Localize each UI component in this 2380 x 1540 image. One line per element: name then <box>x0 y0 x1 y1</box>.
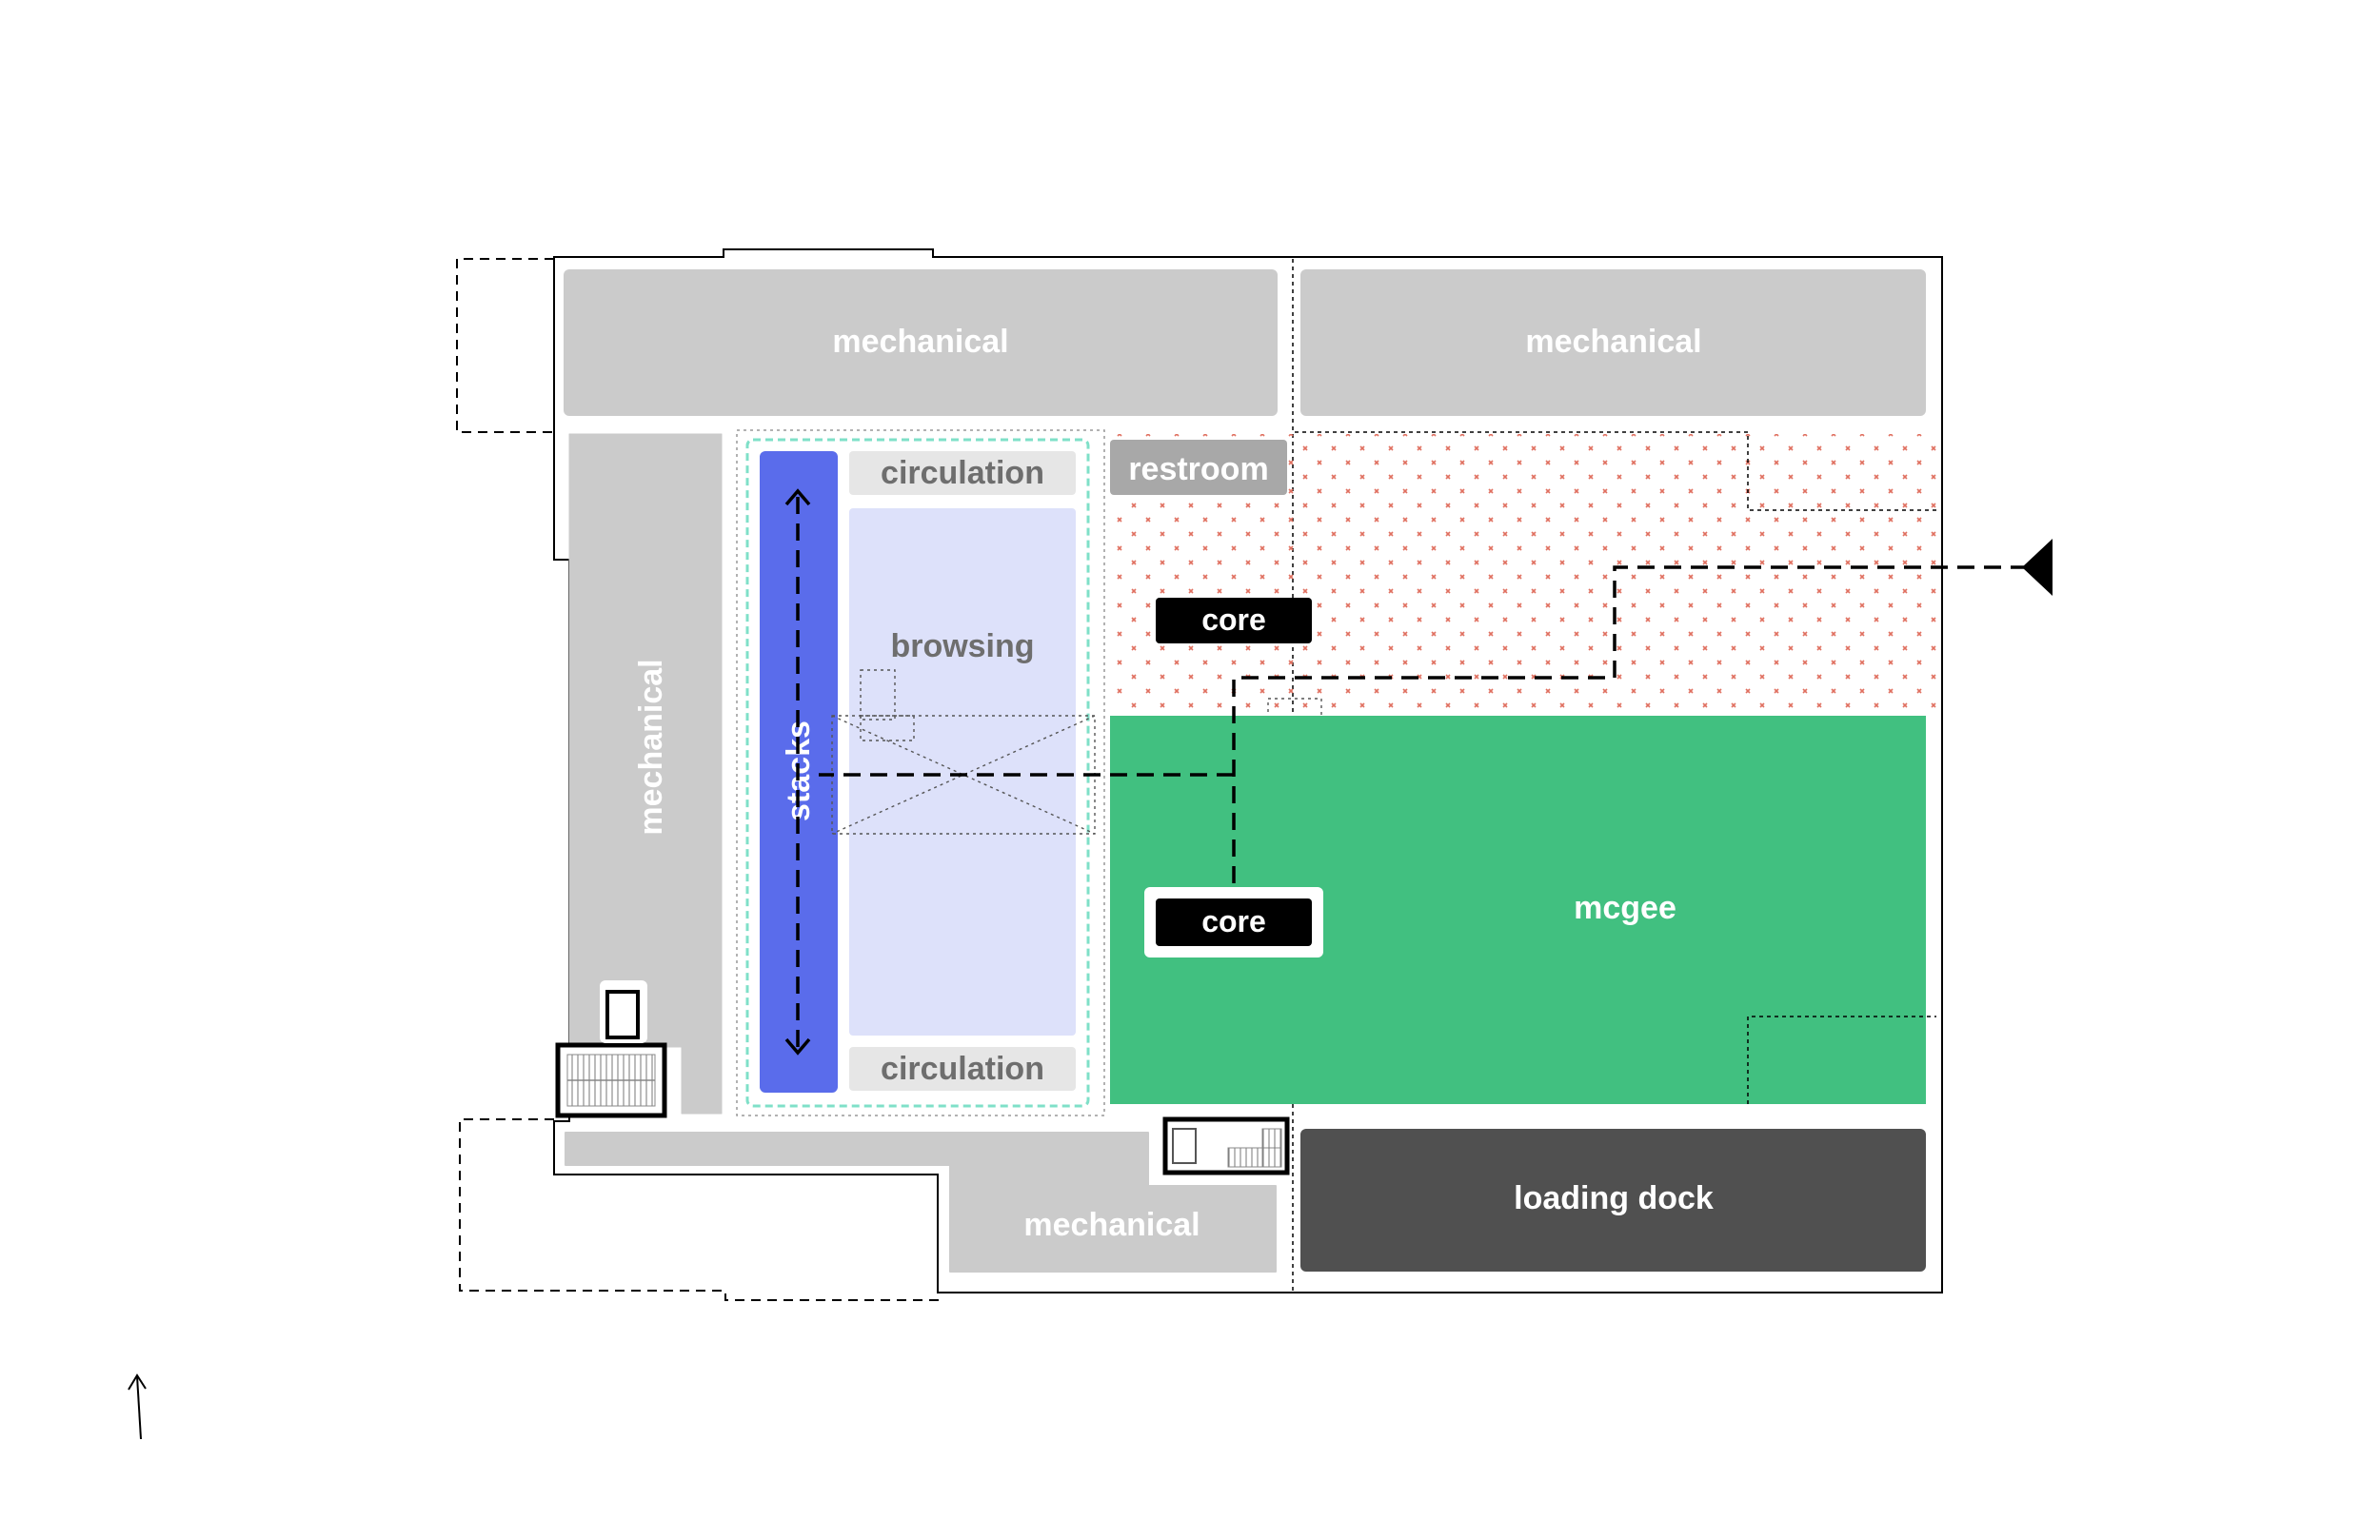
mechanical-room-left-label: mechanical <box>633 659 669 835</box>
dashed-outline-bottom-left <box>459 1118 939 1301</box>
browsing-area <box>849 508 1076 1036</box>
circulation-bottom <box>849 1047 1076 1091</box>
mechanical-room-top-right <box>1300 269 1926 416</box>
circulation-bottom-label: circulation <box>881 1051 1044 1087</box>
mechanical-room-top-left <box>564 269 1278 416</box>
hatched-zone-edge <box>1295 431 1940 511</box>
core-lower <box>1156 898 1312 946</box>
mechanical-room-bottom-label: mechanical <box>1023 1207 1200 1243</box>
mcgee-notch-outline <box>1747 1016 1936 1104</box>
elevator-icon <box>600 980 647 1043</box>
core-lower-label: core <box>1201 904 1266 938</box>
loading-dock <box>1300 1129 1926 1272</box>
core-upper <box>1156 598 1312 643</box>
restroom-label: restroom <box>1128 451 1268 487</box>
browsing-label: browsing <box>890 628 1034 664</box>
loading-dock-label: loading dock <box>1514 1180 1714 1216</box>
stair-icon <box>555 1042 667 1118</box>
circulation-top <box>849 451 1076 495</box>
entry-triangle-icon <box>2022 539 2053 596</box>
stacks-zone-outline <box>745 438 1090 1108</box>
mechanical-room-top-right-label: mechanical <box>1525 324 1701 360</box>
mechanical-room-top-left-label: mechanical <box>832 324 1008 360</box>
mcgee-label: mcgee <box>1574 890 1676 926</box>
circulation-top-label: circulation <box>881 455 1044 491</box>
mcgee-area <box>1110 716 1926 1104</box>
restroom <box>1110 440 1287 495</box>
core-upper-label: core <box>1201 602 1266 637</box>
mechanical-room-bottom <box>565 1132 1277 1273</box>
stair-icon-lower <box>1162 1116 1290 1175</box>
dashed-outline-top-left <box>456 258 554 433</box>
circulation-path <box>819 565 2028 891</box>
stacks-arrow-icon <box>784 488 811 1056</box>
north-arrow-icon <box>128 1373 147 1440</box>
